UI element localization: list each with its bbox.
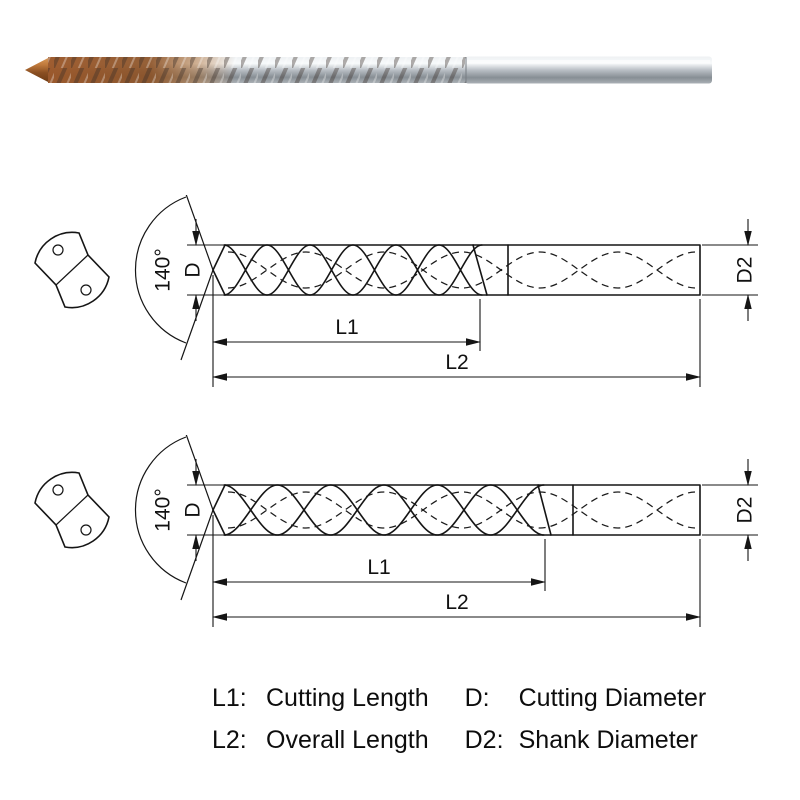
coolant-hole-icon	[80, 524, 92, 536]
cutting-length-label: L1	[367, 556, 390, 579]
flute-helix	[223, 244, 483, 296]
coolant-channels-hidden	[227, 251, 697, 289]
end-view	[34, 231, 110, 309]
drill-body-outline	[224, 244, 701, 296]
end-view-cutting-edge	[55, 494, 89, 526]
drill-photo-highlight	[467, 60, 710, 64]
point-angle-annotation: 140°	[134, 195, 214, 361]
technical-drawing-2: 140° D D2 L1	[34, 435, 758, 627]
angle-label: 140°	[152, 488, 175, 531]
end-view	[34, 471, 110, 549]
cutting-length-label: L1	[335, 316, 358, 339]
shank-diameter-label: D2	[734, 257, 757, 284]
shank-diameter-dimension: D2	[702, 219, 758, 321]
legend-item-l2: L2: Overall Length	[212, 724, 429, 757]
legend-key-d: D:	[464, 684, 490, 712]
drill-side-view	[212, 484, 701, 536]
legend-item-d2: D2: Shank Diameter	[465, 724, 707, 757]
point-angle-annotation: 140°	[134, 435, 214, 601]
cutting-diameter-dimension: D	[182, 459, 224, 561]
coolant-hole-icon	[52, 244, 64, 256]
shank-diameter-label: D2	[734, 497, 757, 524]
angle-line-upper	[185, 435, 214, 511]
flute-runout-line	[472, 244, 488, 296]
angle-line-upper	[185, 195, 214, 271]
legend: L1: Cutting Length D: Cutting Diameter L…	[212, 682, 706, 756]
end-view-outline	[34, 231, 110, 309]
legend-value-d: Cutting Diameter	[518, 684, 707, 712]
legend-key-l2: L2:	[212, 725, 247, 754]
end-view-cutting-edge	[55, 254, 89, 286]
coolant-hole-icon	[52, 484, 64, 496]
technical-drawing-1: 140° D D2 L1	[34, 195, 758, 387]
legend-key-d2: D2:	[464, 725, 504, 754]
coolant-channels-hidden	[227, 491, 697, 529]
overall-length-dimension: L2	[212, 299, 701, 387]
drill-body-outline	[224, 484, 701, 536]
point-angle-arc	[134, 196, 187, 344]
drill-tip	[212, 484, 226, 536]
cutting-diameter-dimension: D	[182, 219, 224, 321]
overall-length-dimension: L2	[212, 539, 701, 627]
legend-item-d: D: Cutting Diameter	[465, 682, 707, 715]
shank-diameter-dimension: D2	[702, 459, 758, 561]
drill-side-view	[212, 244, 701, 296]
end-view-outline	[34, 471, 110, 549]
cutting-diameter-label: D	[182, 262, 205, 277]
flute-helix	[224, 485, 544, 535]
drill-photo	[25, 56, 712, 84]
legend-value-l2: Overall Length	[266, 725, 429, 754]
legend-value-d2: Shank Diameter	[518, 725, 698, 754]
drill-tip	[212, 244, 226, 296]
flute-runout-line	[537, 484, 552, 536]
overall-length-label: L2	[445, 351, 468, 374]
angle-label: 140°	[152, 248, 175, 291]
cutting-length-dimension: L1	[212, 275, 481, 387]
angle-line-lower	[180, 269, 214, 361]
point-angle-arc	[134, 436, 187, 584]
angle-line-lower	[180, 509, 214, 601]
cutting-length-dimension: L1	[212, 515, 546, 627]
legend-key-l1: L1:	[212, 684, 247, 712]
drill-photo-helix-texture	[48, 57, 468, 83]
drill-photo-tip	[25, 57, 50, 83]
cutting-diameter-label: D	[182, 502, 205, 517]
legend-item-l1: L1: Cutting Length	[212, 682, 429, 715]
overall-length-label: L2	[445, 591, 468, 614]
coolant-hole-icon	[80, 284, 92, 296]
legend-value-l1: Cutting Length	[266, 684, 429, 712]
